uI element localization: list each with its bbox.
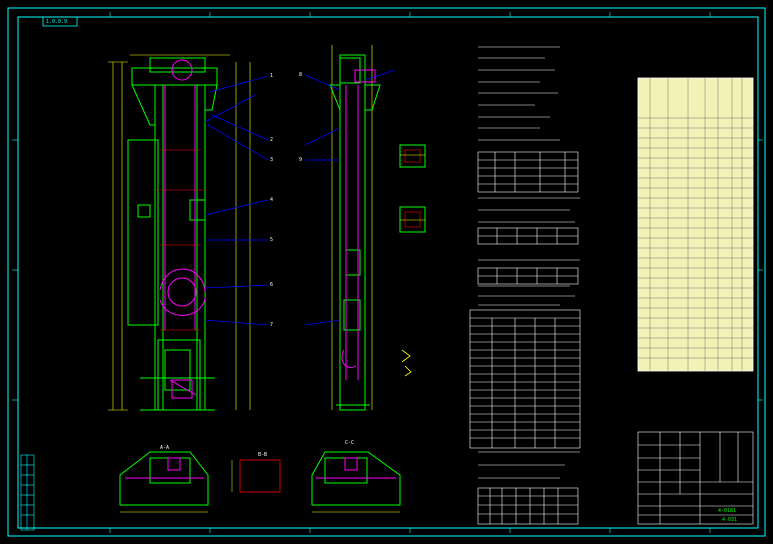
- inner-frame: [17, 16, 759, 529]
- zone-ticks: [12, 12, 763, 533]
- parts-list: [637, 77, 754, 372]
- callout-1: 1: [270, 73, 274, 79]
- sheet-code-box: [42, 16, 78, 27]
- callout-8: 8: [299, 72, 303, 78]
- title-block: [637, 431, 754, 525]
- outer-frame: [7, 7, 766, 537]
- callout-3: 3: [270, 157, 274, 163]
- title-block-note: 4 031: [722, 517, 738, 523]
- callout-4: 4: [270, 197, 274, 203]
- callout-7: 7: [270, 322, 274, 328]
- callout-5: 5: [270, 237, 274, 243]
- section-label-c: C-C: [345, 440, 355, 446]
- side-elevation: [304, 45, 396, 411]
- callout-2: 2: [270, 137, 274, 143]
- bottom-plan-views: [119, 451, 401, 513]
- main-elevation: [108, 54, 269, 411]
- sheet-code: 1.0.0.9: [46, 19, 68, 25]
- section-label-a: A-A: [160, 445, 170, 451]
- notes-area: [469, 46, 581, 525]
- title-block-code: 4-0181: [718, 508, 737, 514]
- revision-strip: [20, 454, 35, 531]
- callout-6: 6: [270, 282, 274, 288]
- detail-views: [399, 144, 426, 377]
- callout-9: 9: [299, 157, 303, 163]
- section-label-b: B-B: [258, 452, 268, 458]
